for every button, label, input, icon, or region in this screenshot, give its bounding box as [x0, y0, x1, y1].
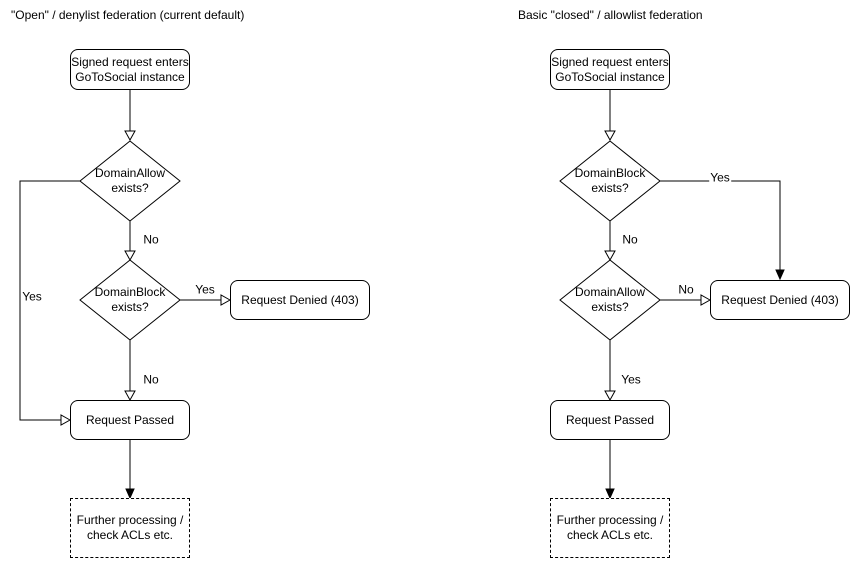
arrowhead-open-down-icon	[604, 250, 616, 262]
right-decision2-label: DomainAllow exists?	[574, 285, 646, 314]
right-decision1-no-label: No	[621, 232, 639, 247]
left-decision2-no-label: No	[142, 372, 160, 387]
left-flowchart-shapes	[19, 90, 232, 500]
left-start-node: Signed request enters GoToSocial instanc…	[70, 49, 190, 90]
arrowhead-filled-down-icon	[125, 488, 135, 500]
right-passed-node: Request Passed	[550, 400, 670, 440]
arrowhead-open-right-icon	[60, 414, 72, 426]
right-decision2-yes-label: Yes	[620, 372, 642, 387]
left-denied-node: Request Denied (403)	[230, 280, 370, 320]
right-denied-node: Request Denied (403)	[710, 280, 850, 320]
arrowhead-open-right-icon	[220, 294, 232, 306]
left-decision1-no-label: No	[142, 232, 160, 247]
left-decision1-label: DomainAllow exists?	[94, 166, 166, 195]
arrowhead-open-down-icon	[604, 130, 616, 142]
left-passed-node: Request Passed	[70, 400, 190, 440]
arrowhead-filled-down-icon	[775, 269, 785, 281]
right-flowchart-shapes	[559, 90, 785, 500]
left-decision2-label: DomainBlock exists?	[94, 285, 166, 314]
arrowhead-open-down-icon	[604, 390, 616, 402]
right-chart-title: Basic "closed" / allowlist federation	[518, 8, 703, 22]
arrowhead-open-down-icon	[124, 250, 136, 262]
edge-right-decision1-yes-to-denied	[660, 180, 781, 271]
arrowhead-open-right-icon	[700, 294, 712, 306]
right-decision1-label: DomainBlock exists?	[574, 166, 646, 195]
left-chart-title: "Open" / denylist federation (current de…	[11, 8, 245, 22]
left-decision1-yes-label: Yes	[21, 289, 43, 304]
arrowhead-filled-down-icon	[605, 488, 615, 500]
right-decision1-yes-label: Yes	[709, 170, 731, 185]
left-decision2-yes-label: Yes	[194, 282, 216, 297]
arrowhead-open-down-icon	[124, 130, 136, 142]
right-further-processing-node: Further processing / check ACLs etc.	[550, 498, 670, 558]
arrowhead-open-down-icon	[124, 390, 136, 402]
edge-left-decision1-yes-to-passed	[19, 180, 80, 421]
right-start-node: Signed request enters GoToSocial instanc…	[550, 49, 670, 90]
right-decision2-no-label: No	[677, 282, 695, 297]
left-further-processing-node: Further processing / check ACLs etc.	[70, 498, 190, 558]
